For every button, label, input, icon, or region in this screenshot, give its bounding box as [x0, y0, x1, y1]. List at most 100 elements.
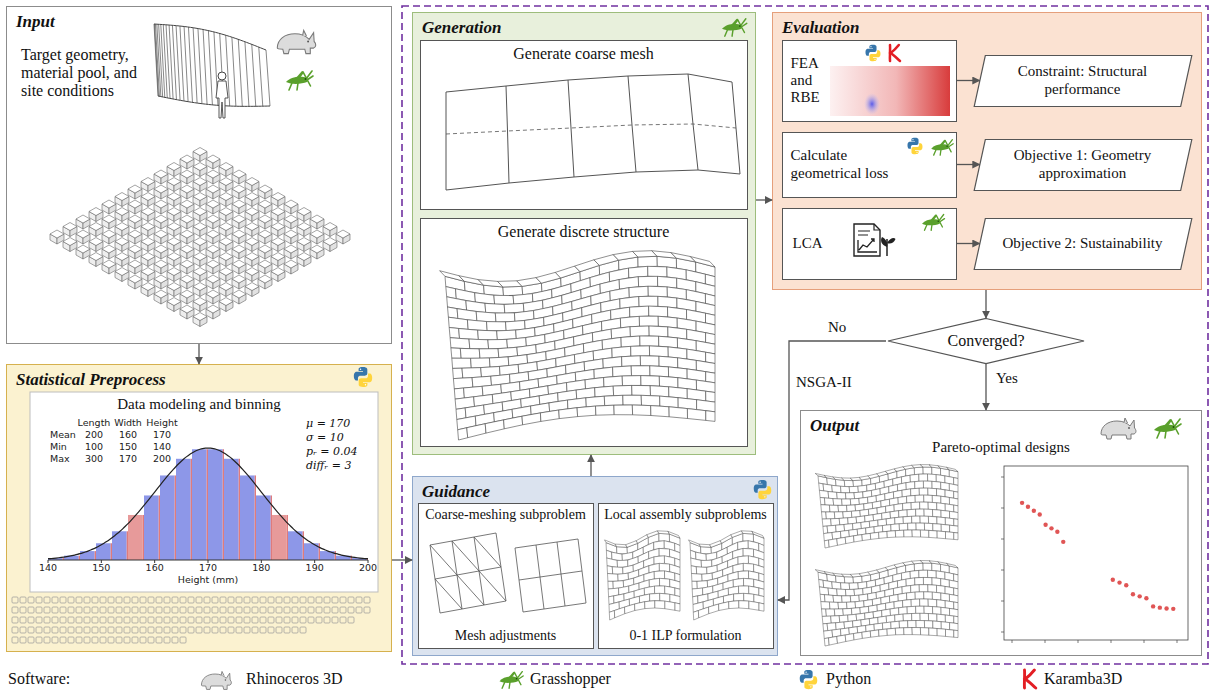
brick: [453, 368, 463, 378]
brick: [824, 498, 833, 505]
brick: [870, 532, 879, 539]
brick: [831, 518, 840, 525]
brick: [623, 395, 642, 405]
panel-heading: Guidance: [422, 482, 490, 502]
material-block: [115, 238, 129, 252]
brick: [879, 629, 888, 636]
material-block: [284, 230, 298, 244]
bin-edge: [223, 449, 224, 560]
material-block: [245, 268, 259, 282]
material-unit: [236, 627, 242, 633]
edge-label: No: [826, 319, 848, 336]
material-unit: [228, 617, 234, 623]
material-unit: [276, 617, 282, 623]
axis-tick: [1001, 539, 1111, 643]
material-block: [219, 268, 233, 282]
material-block: [271, 208, 285, 222]
mesh-edge: [536, 542, 557, 545]
material-unit: [100, 617, 106, 623]
brick: [851, 608, 860, 615]
brick: [937, 614, 946, 622]
process-box: Calculate geometrical loss: [782, 132, 957, 198]
material-unit: [52, 637, 58, 643]
ruling-line: [154, 24, 158, 96]
material-unit: [116, 597, 122, 603]
material-unit: [92, 637, 98, 643]
mesh-edge: [557, 539, 578, 542]
brick: [651, 406, 670, 417]
block-top: [102, 230, 116, 238]
brick: [829, 636, 838, 645]
brick: [950, 608, 959, 616]
material-unit: [172, 627, 178, 633]
block-top: [141, 253, 155, 261]
block-top: [232, 275, 246, 283]
brick: [660, 396, 679, 408]
material-block: [154, 260, 168, 274]
brick: [924, 621, 933, 629]
material-unit: [116, 617, 122, 623]
pareto-point: [1164, 606, 1168, 610]
brick: [631, 366, 650, 376]
block-top: [102, 260, 116, 268]
block-top: [180, 230, 194, 238]
brick: [954, 519, 958, 526]
pareto-point: [1032, 508, 1036, 512]
material-block: [245, 253, 259, 267]
brick: [928, 570, 937, 578]
brick: [837, 537, 846, 545]
material-block: [219, 298, 233, 312]
brick: [706, 391, 715, 402]
bin-edge: [191, 459, 192, 560]
block-top: [128, 215, 142, 223]
block-top: [128, 230, 142, 238]
brick: [485, 303, 505, 313]
brick: [665, 601, 675, 610]
bin-edge: [319, 543, 320, 560]
material-unit: [180, 597, 186, 603]
material-unit: [124, 597, 130, 603]
brick: [902, 586, 911, 594]
brick: [476, 312, 496, 323]
material-unit: [92, 617, 98, 623]
material-unit: [188, 607, 194, 613]
material-block: [167, 253, 181, 267]
material-unit: [284, 627, 290, 633]
ruling-line: [169, 25, 173, 99]
legend-entry: Grasshopper: [530, 670, 611, 688]
material-block: [271, 223, 285, 237]
brick: [605, 540, 617, 547]
brick: [924, 523, 933, 530]
panel-heading: Input: [16, 12, 55, 32]
material-block: [310, 230, 324, 244]
grasshopper-icon: [922, 215, 945, 231]
material-unit: [140, 607, 146, 613]
material-block: [193, 298, 207, 312]
block-top: [193, 223, 207, 231]
brick: [906, 578, 915, 586]
brick: [731, 531, 743, 538]
material-unit: [84, 607, 90, 613]
table-cell: 160: [119, 430, 137, 440]
brick: [759, 603, 764, 611]
material-block: [245, 238, 259, 252]
material-unit: [156, 607, 162, 613]
mesh-edge: [430, 541, 452, 545]
block-top: [154, 275, 168, 283]
box-label: Local assembly subproblems: [604, 507, 767, 523]
block-top: [258, 230, 272, 238]
box-label: Generate discrete structure: [498, 223, 669, 241]
plot-frame: [1004, 466, 1188, 640]
box-label: LCA: [793, 235, 823, 252]
material-unit: [180, 617, 186, 623]
block-top: [141, 208, 155, 216]
ruling-line: [180, 26, 184, 101]
brick: [954, 630, 958, 637]
brick: [845, 634, 854, 642]
material-block: [102, 230, 116, 244]
brick: [669, 407, 688, 419]
material-unit: [300, 617, 306, 623]
brick: [923, 481, 932, 488]
block-top: [323, 238, 337, 246]
mesh-edge: [446, 92, 447, 190]
